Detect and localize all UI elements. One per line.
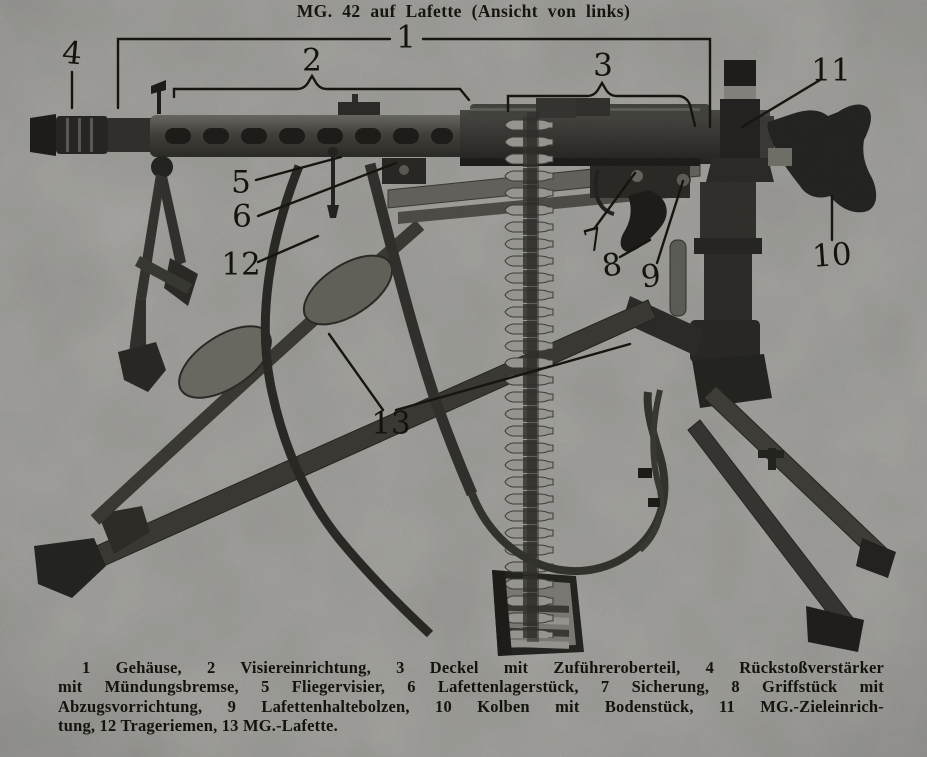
leader-7: [592, 171, 637, 231]
bracket-3: [506, 80, 697, 128]
leader-13-right: [394, 342, 632, 412]
callout-8: 8: [599, 246, 625, 285]
leader-13-left: [327, 332, 385, 412]
callout-9: 9: [639, 257, 663, 296]
bracket-1-right: [421, 37, 712, 129]
caption-line-4: tung, 12 Trageriemen, 13 MG.-Lafette.: [58, 716, 338, 736]
annotation-lines: [70, 37, 834, 412]
callout-11: 11: [811, 52, 851, 89]
callout-13: 13: [371, 405, 411, 442]
leader-8: [618, 238, 652, 259]
callout-4: 4: [60, 34, 84, 73]
caption-line-2: mit Mündungsbremse, 5 Fliegervisier, 6 L…: [58, 677, 884, 697]
bracket-1-left: [116, 37, 392, 110]
caption-line-1: 1 Gehäuse, 2 Visiereinrichtung, 3 Deckel…: [82, 658, 884, 677]
caption-line-3: Abzugsvorrichtung, 9 Lafettenhaltebolzen…: [58, 696, 884, 716]
bracket-2: [172, 73, 471, 102]
callout-10: 10: [811, 236, 853, 275]
callout-12: 12: [221, 246, 261, 283]
leader-9: [655, 179, 685, 265]
leader-6: [256, 161, 398, 218]
callout-3: 3: [593, 47, 613, 84]
leader-12: [256, 234, 320, 264]
callout-6: 6: [232, 198, 252, 235]
callout-2: 2: [302, 42, 322, 79]
figure-caption: 1 Gehäuse, 2 Visiereinrichtung, 3 Deckel…: [58, 658, 884, 736]
leader-11: [740, 78, 822, 129]
figure-title: MG. 42 auf Lafette (Ansicht von links): [296, 1, 631, 21]
callout-5: 5: [231, 164, 251, 201]
callout-1: 1: [396, 19, 416, 56]
leader-5: [254, 155, 343, 182]
